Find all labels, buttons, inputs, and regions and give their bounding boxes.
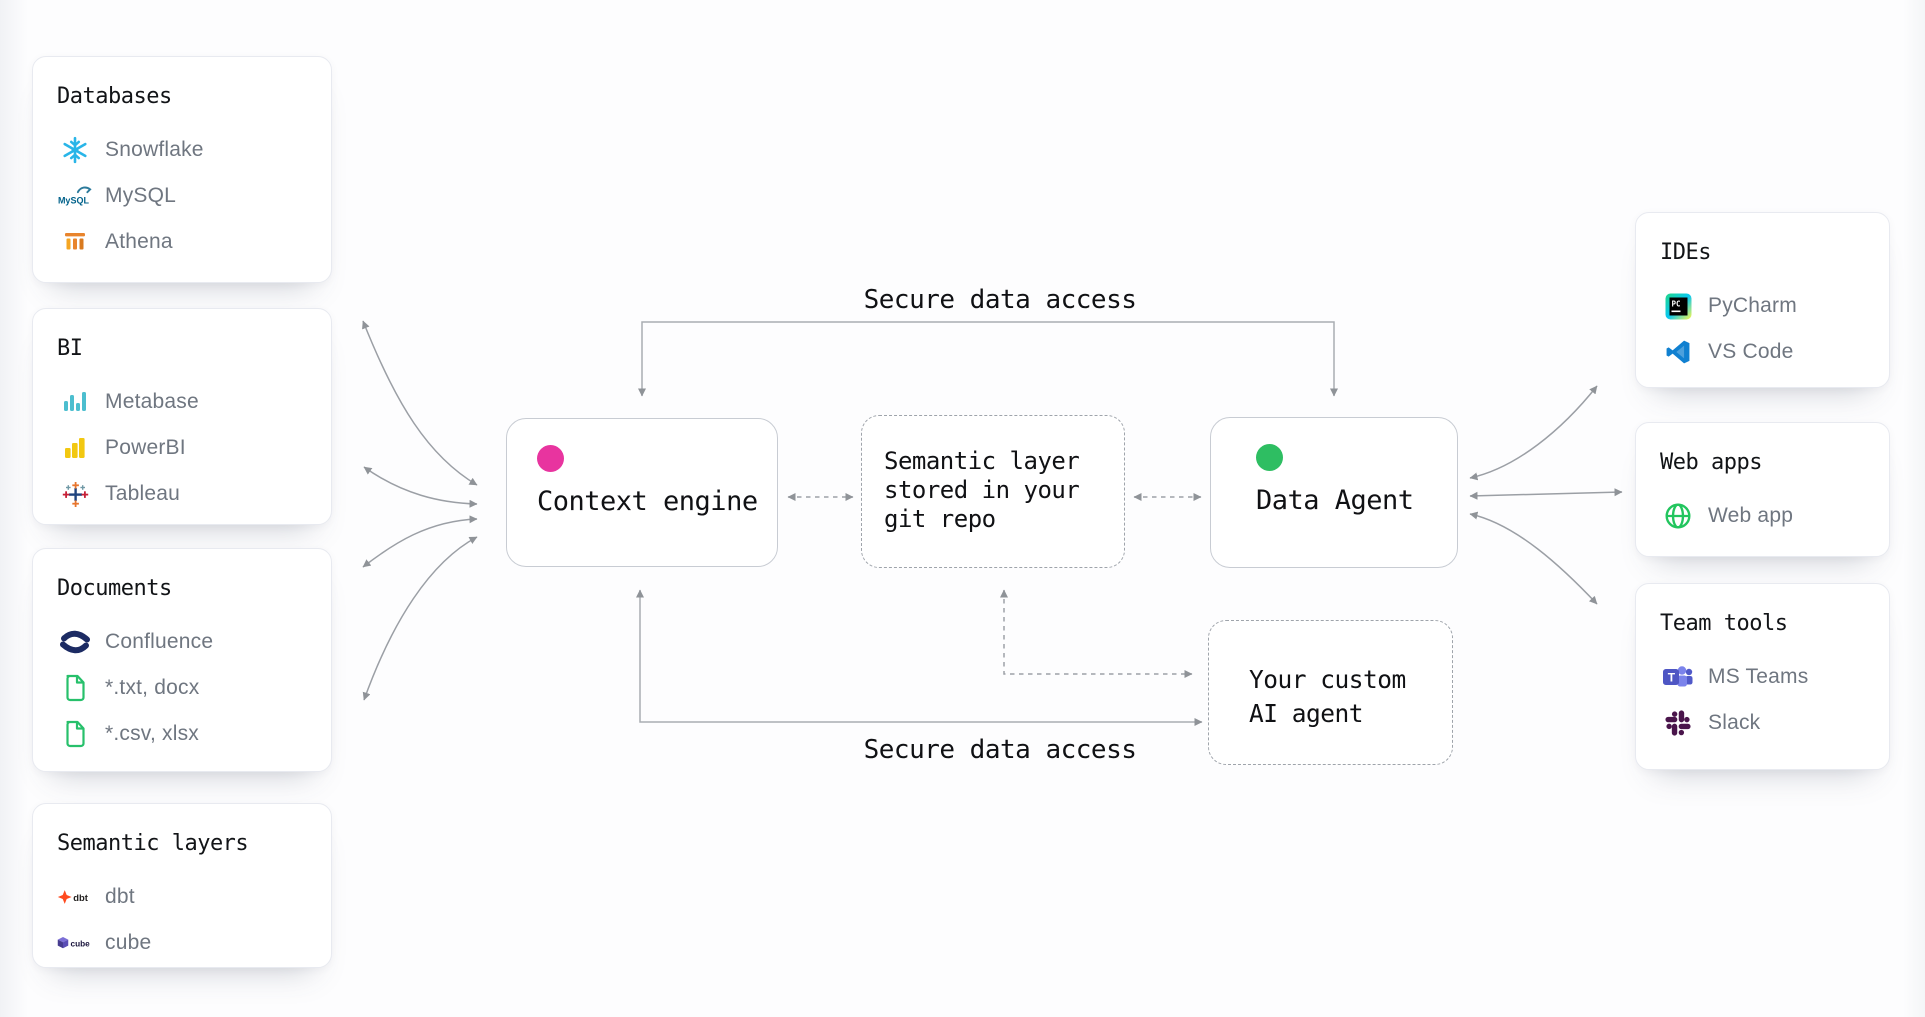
context-engine-label: Context engine	[537, 486, 758, 517]
list-item: Snowflake	[57, 127, 309, 173]
svg-text:cube: cube	[71, 939, 91, 948]
data-agent-dot	[1256, 444, 1283, 471]
item-label: *.txt, docx	[105, 676, 200, 699]
data-agent-label: Data Agent	[1256, 485, 1414, 516]
item-label: *.csv, xlsx	[105, 722, 199, 745]
arrow-dataagent-teamtools	[1469, 511, 1598, 605]
card-title: Semantic layers	[57, 831, 249, 856]
custom-ai-agent-node: Your custom AI agent	[1208, 620, 1453, 765]
card-bi: BI Metabase	[32, 308, 332, 525]
list-item: *.txt, docx	[57, 665, 309, 711]
list-item: Metabase	[57, 379, 309, 425]
card-ides: IDEs PC PyCharm	[1635, 212, 1890, 388]
svg-text:dbt: dbt	[73, 892, 88, 903]
svg-text:T: T	[1668, 671, 1676, 685]
item-label: PyCharm	[1708, 294, 1797, 317]
list-item: PC PyCharm	[1660, 283, 1867, 329]
card-databases: Databases Snowflake MySQL	[32, 56, 332, 283]
list-item: Tableau	[57, 471, 309, 517]
item-label: Snowflake	[105, 138, 204, 161]
arrow-dataagent-webapps	[1469, 488, 1623, 500]
arrow-databases-context	[362, 320, 478, 486]
semantic-layer-node: Semantic layer stored in your git repo	[861, 415, 1125, 568]
item-label: PowerBI	[105, 436, 186, 459]
item-label: dbt	[105, 885, 135, 908]
item-label: Web app	[1708, 504, 1794, 527]
secure-bracket-bottom	[636, 589, 1203, 726]
custom-ai-agent-line: Your custom	[1249, 665, 1406, 694]
card-team-tools: Team tools T MS Teams	[1635, 583, 1890, 770]
item-label: Metabase	[105, 390, 199, 413]
list-item: Confluence	[57, 619, 309, 665]
list-item: cube cube	[57, 920, 309, 966]
cube-icon: cube	[57, 934, 93, 952]
custom-ai-agent-line: AI agent	[1249, 699, 1364, 728]
item-label: Tableau	[105, 482, 180, 505]
svg-text:MySQL: MySQL	[58, 196, 90, 206]
list-item: Web app	[1660, 493, 1867, 539]
secure-data-access-label-bottom: Secure data access	[863, 735, 1137, 765]
file-icon	[57, 674, 93, 702]
card-documents: Documents Confluence *.txt, docx	[32, 548, 332, 772]
card-semantic-layers: Semantic layers dbt dbt cube cube	[32, 803, 332, 968]
item-label: Confluence	[105, 630, 214, 653]
snowflake-icon	[57, 136, 93, 164]
semantic-layer-line: stored in your	[884, 476, 1080, 504]
list-item: PowerBI	[57, 425, 309, 471]
arrow-dataagent-ides	[1469, 385, 1598, 481]
card-web-apps: Web apps Web app	[1635, 422, 1890, 557]
item-label: MS Teams	[1708, 665, 1809, 688]
globe-icon	[1660, 502, 1696, 530]
item-label: MySQL	[105, 184, 177, 207]
page-tint-left	[0, 0, 28, 1017]
arrow-documents-context	[362, 515, 478, 568]
context-engine-node: Context engine	[506, 418, 778, 567]
arrow-semanticlayers-context	[362, 536, 478, 701]
list-item: Athena	[57, 219, 309, 265]
card-title: IDEs	[1660, 240, 1711, 265]
metabase-icon	[57, 389, 93, 415]
mysql-icon: MySQL	[57, 183, 93, 209]
data-agent-node: Data Agent	[1210, 417, 1458, 568]
confluence-icon	[57, 629, 93, 655]
list-item: *.csv, xlsx	[57, 711, 309, 757]
ms-teams-icon: T	[1660, 663, 1696, 691]
list-item: MySQL MySQL	[57, 173, 309, 219]
item-label: VS Code	[1708, 340, 1794, 363]
item-label: Athena	[105, 230, 173, 253]
list-item: dbt dbt	[57, 874, 309, 920]
secure-bracket-top	[638, 321, 1338, 397]
arrow-semantic-customagent	[1000, 589, 1193, 678]
item-label: Slack	[1708, 711, 1761, 734]
secure-data-access-label-top: Secure data access	[863, 285, 1137, 315]
file-icon	[57, 720, 93, 748]
list-item: VS Code	[1660, 329, 1867, 375]
card-title: Databases	[57, 84, 172, 109]
list-item: T MS Teams	[1660, 654, 1867, 700]
card-title: Team tools	[1660, 611, 1788, 636]
page-tint-right	[1903, 0, 1925, 1017]
pycharm-icon: PC	[1660, 293, 1696, 320]
dbt-icon: dbt	[57, 888, 93, 906]
semantic-layer-line: Semantic layer	[884, 447, 1080, 475]
slack-icon	[1660, 710, 1696, 736]
card-title: Web apps	[1660, 450, 1762, 475]
powerbi-icon	[57, 435, 93, 461]
item-label: cube	[105, 931, 152, 954]
arrow-bi-context	[363, 466, 478, 508]
card-title: BI	[57, 336, 83, 361]
svg-text:PC: PC	[1671, 299, 1680, 308]
tableau-icon	[57, 481, 93, 508]
semantic-layer-line: git repo	[884, 505, 996, 533]
context-engine-dot	[537, 445, 564, 472]
athena-icon	[57, 229, 93, 255]
vscode-icon	[1660, 338, 1696, 366]
list-item: Slack	[1660, 700, 1867, 746]
card-title: Documents	[57, 576, 172, 601]
